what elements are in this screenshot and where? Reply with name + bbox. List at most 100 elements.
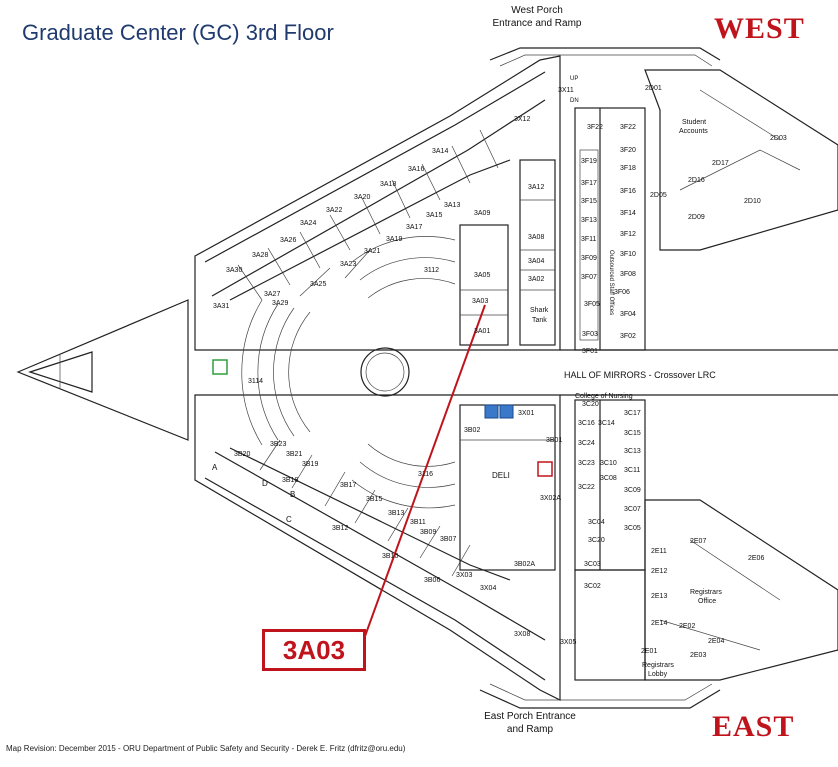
stair-up-label: UP <box>570 76 578 82</box>
room-callout-3a03: 3A03 <box>262 629 366 671</box>
room-label: 3A29 <box>272 300 288 307</box>
room-label: 3X11 <box>558 87 574 94</box>
room-label: 3B18 <box>282 477 298 484</box>
room-label: 3A26 <box>280 237 296 244</box>
room-label: 2D10 <box>744 198 761 205</box>
room-label: 3F09 <box>581 255 597 262</box>
room-label: 3C11 <box>624 467 640 474</box>
room-label: 3F04 <box>620 311 636 318</box>
room-label: 3F08 <box>620 271 636 278</box>
room-label: 2D17 <box>712 160 729 167</box>
room-label: 3A20 <box>354 194 370 201</box>
room-label: 2D16 <box>688 177 705 184</box>
college-of-nursing-label: College of Nursing <box>575 393 633 400</box>
elevator-icon <box>484 404 499 419</box>
room-label: 3F06 <box>614 289 630 296</box>
room-label: 3A25 <box>310 281 326 288</box>
room-label: 2E06 <box>748 555 764 562</box>
lower-wing-outline <box>194 394 561 701</box>
room-label: 3B09 <box>420 529 436 536</box>
room-label: 3A09 <box>474 210 490 217</box>
green-exit-box-icon <box>212 359 228 375</box>
room-label: 3C15 <box>624 430 641 437</box>
room-label: 3A14 <box>432 148 448 155</box>
room-label: 3B10 <box>382 553 398 560</box>
room-label: 2E11 <box>651 548 667 555</box>
room-label: 2D01 <box>645 85 662 92</box>
central-core <box>459 159 556 571</box>
room-label: 3C08 <box>600 475 617 482</box>
room-label: 3112 <box>424 267 439 274</box>
room-label: 3A05 <box>474 272 490 279</box>
room-label: 3C17 <box>624 410 641 417</box>
room-label: 3C23 <box>578 460 595 467</box>
room-label: 3A31 <box>213 303 229 310</box>
room-label: 3X12 <box>514 116 530 123</box>
room-label: 3F18 <box>620 165 636 172</box>
room-label: 2E04 <box>708 638 724 645</box>
restricted-box-icon <box>537 461 553 477</box>
west-porch-line1: West Porch <box>511 5 563 16</box>
room-label: 3A28 <box>252 252 268 259</box>
room-label: 3A30 <box>226 267 242 274</box>
f-wing-outline <box>574 69 838 351</box>
porch-outlines <box>479 47 721 709</box>
room-label: 3A13 <box>444 202 460 209</box>
west-porch-line2: Entrance and Ramp <box>492 18 582 29</box>
west-porch-label: West Porch Entrance and Ramp <box>482 4 592 30</box>
room-label: 3B19 <box>302 461 318 468</box>
upper-wing-outline <box>194 55 561 351</box>
room-label: 3B13 <box>388 510 404 517</box>
room-label: 2E02 <box>679 623 695 630</box>
room-label: 3114 <box>248 378 263 385</box>
staff-offices-label: Outsourced Staff Offices <box>608 250 614 315</box>
room-label: 2D09 <box>688 214 705 221</box>
lecture-hall-seating <box>241 236 456 509</box>
room-label: 3F22 <box>587 124 603 131</box>
room-label: 3F13 <box>581 217 597 224</box>
room-label: 3F20 <box>620 147 636 154</box>
registrars-office-label: Office <box>698 598 716 605</box>
room-label: 3A01 <box>474 328 490 335</box>
room-label: 3B20 <box>234 451 250 458</box>
east-porch-label: East Porch Entrance and Ramp <box>470 710 590 736</box>
room-label: 3116 <box>418 471 433 478</box>
room-label: 3A08 <box>528 234 544 241</box>
room-label: 3C02 <box>584 583 601 590</box>
stair-down-label: DN <box>570 98 579 104</box>
room-label: 3X08 <box>514 631 530 638</box>
room-label: 2E03 <box>690 652 706 659</box>
room-label: 3A02 <box>528 276 544 283</box>
room-label: 3F17 <box>581 180 597 187</box>
room-label: 3A24 <box>300 220 316 227</box>
room-label: 2D03 <box>770 135 787 142</box>
room-label: 3B06 <box>424 577 440 584</box>
registrars-lobby-label: Lobby <box>648 671 668 678</box>
room-label: 3B11 <box>410 519 426 526</box>
registrars-lobby-label: Registrars <box>642 662 674 669</box>
room-label: 3F03 <box>582 331 598 338</box>
room-label: 3B07 <box>440 536 456 543</box>
deli-label: DELI <box>492 471 510 480</box>
room-label: 3A15 <box>426 212 442 219</box>
room-label: 3F14 <box>620 210 636 217</box>
room-label: 3C03 <box>584 561 601 568</box>
room-label: 3X01 <box>518 410 534 417</box>
room-label: 3C14 <box>598 420 615 427</box>
room-label: 3F12 <box>620 231 636 238</box>
room-label: 3A23 <box>340 261 356 268</box>
room-label: 3A17 <box>406 224 422 231</box>
room-label: 3F01 <box>582 348 598 355</box>
room-label: 3X03 <box>456 572 472 579</box>
room-label: 3C16 <box>578 420 595 427</box>
room-label: 2E13 <box>651 593 667 600</box>
room-label: 3C20 <box>588 537 605 544</box>
room-label: 3C24 <box>578 440 595 447</box>
room-label: 3A03 <box>472 298 488 305</box>
east-porch-line2: and Ramp <box>506 724 554 735</box>
room-label: 3A21 <box>364 248 380 255</box>
room-label: 3B01 <box>546 437 562 444</box>
west-wing-label: WEST <box>714 12 805 45</box>
student-accounts-label: Student <box>682 119 706 126</box>
